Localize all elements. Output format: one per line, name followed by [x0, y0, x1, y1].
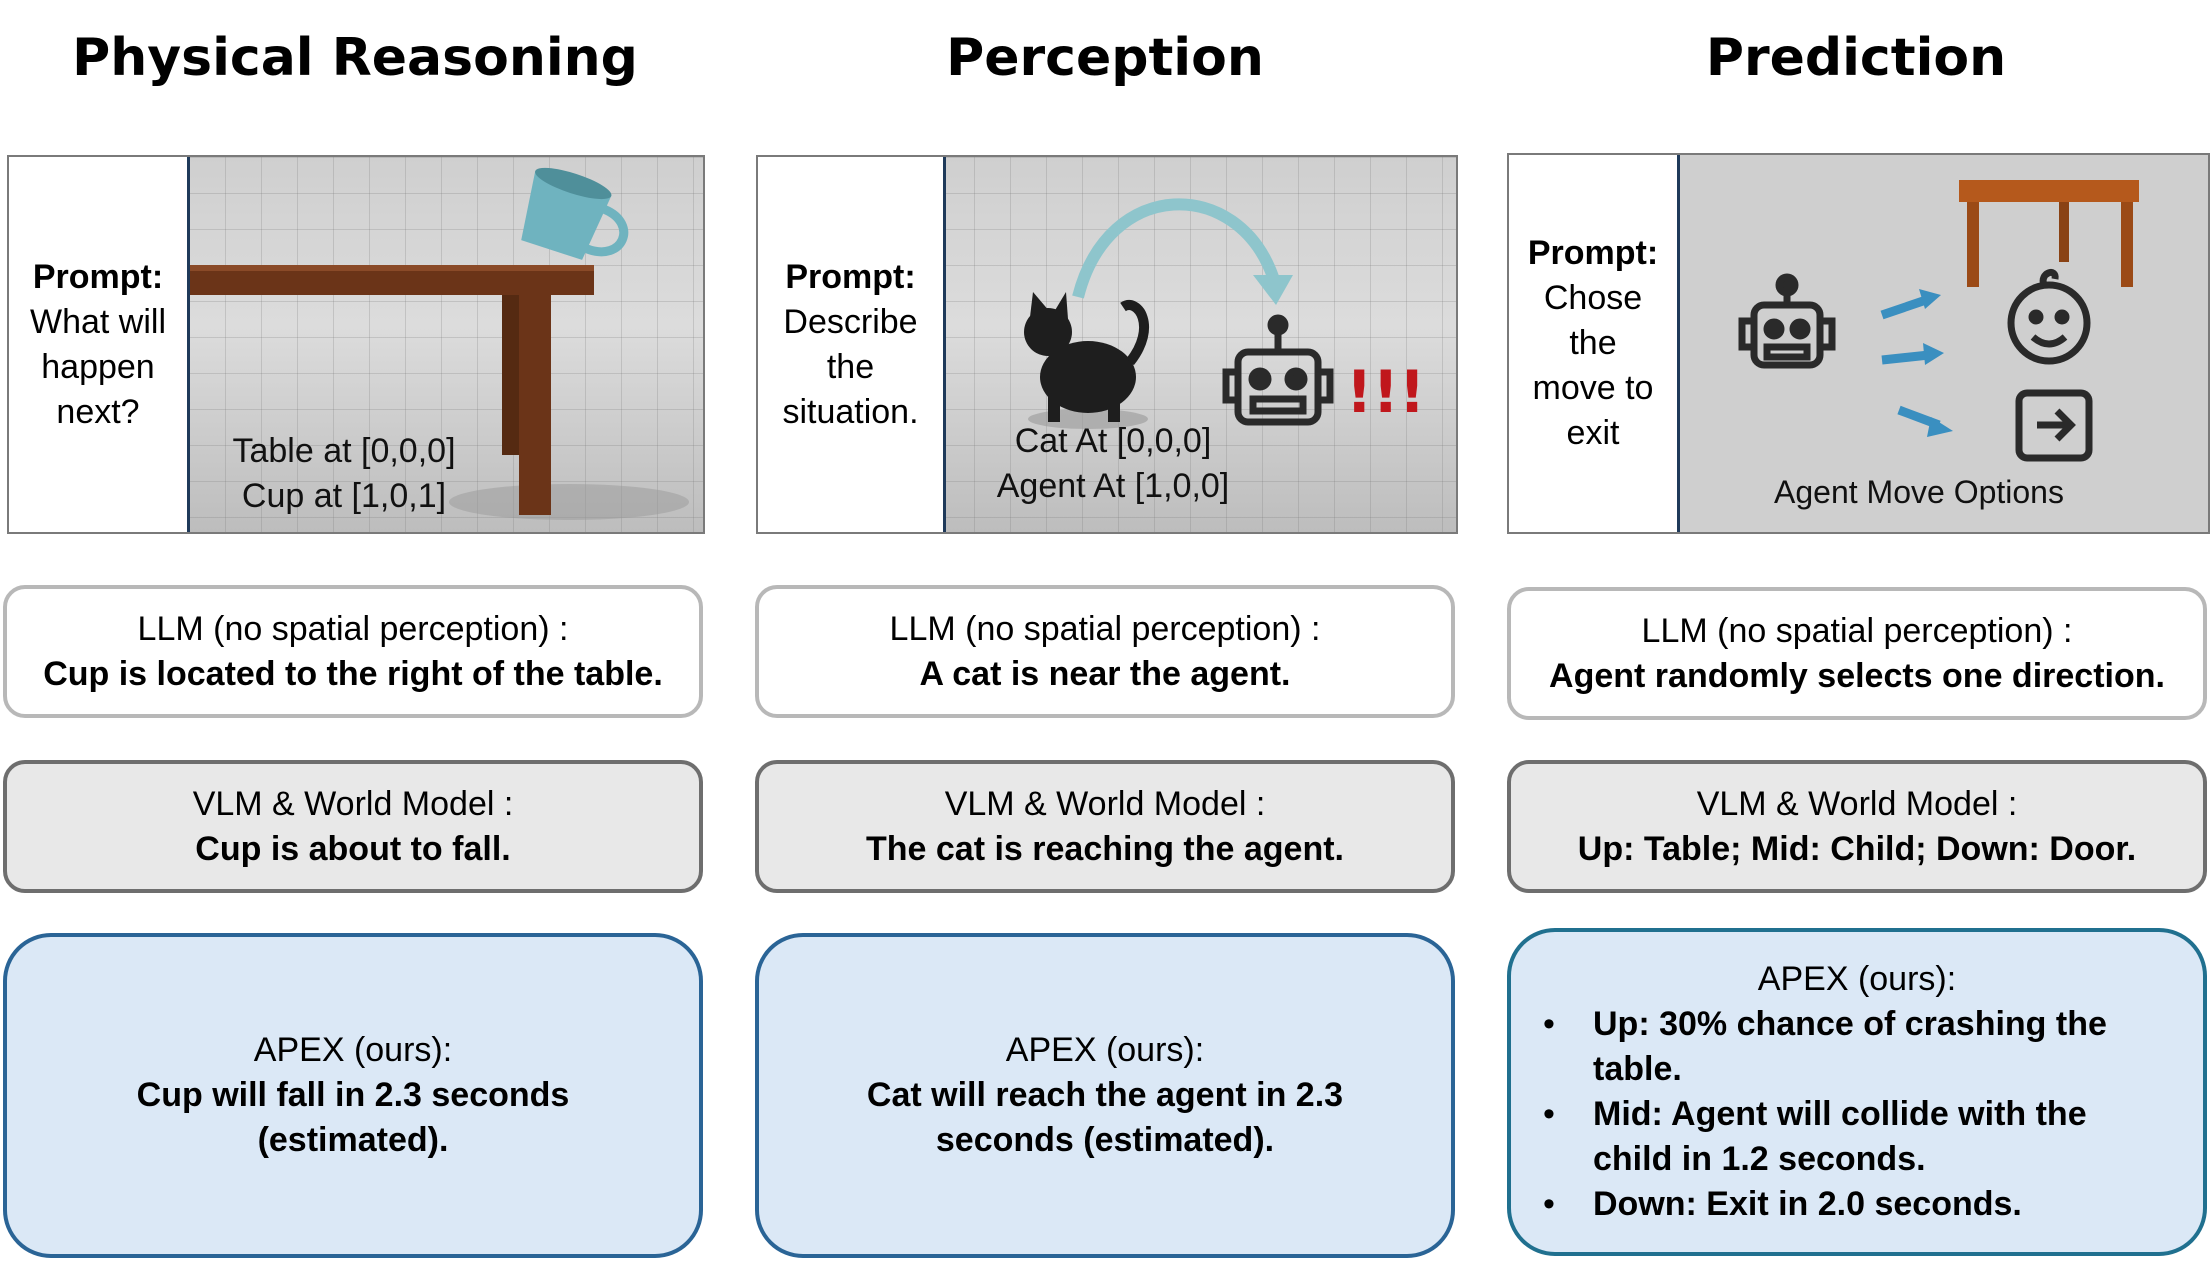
- apex-bullet-line: Down: Exit in 2.0 seconds.: [1593, 1185, 2022, 1223]
- table-leg: [1967, 202, 1979, 287]
- vlm-answer: The cat is reaching the agent.: [865, 829, 1344, 868]
- apex-answer-line: Cup will fall in 2.3 seconds: [136, 1076, 570, 1114]
- apex-answer-box: APEX (ours): Cup will fall in 2.3 second…: [3, 933, 703, 1258]
- exit-door-icon: [2015, 389, 2093, 462]
- column-title: Perception: [946, 28, 1264, 88]
- table-top: [1959, 180, 2139, 202]
- table-leg-back: [502, 295, 520, 455]
- apex-label: APEX (ours):: [1005, 1031, 1205, 1069]
- table-leg: [2121, 202, 2133, 287]
- scene-image: Prompt: What will happen next? Table at …: [7, 155, 705, 534]
- vlm-answer-box: VLM & World Model : Cup is about to fall…: [3, 760, 703, 893]
- cat-icon: [1024, 292, 1149, 422]
- table-top-edge: [189, 265, 594, 271]
- prompt-line: the: [826, 347, 875, 386]
- table-cup-illustration: [189, 167, 689, 520]
- vlm-answer: Up: Table; Mid: Child; Down: Door.: [1577, 829, 2137, 868]
- motion-arc-arrow: [1072, 198, 1279, 299]
- cat-coordinate: Cat At [0,0,0]: [1014, 422, 1212, 460]
- column-title: Physical Reasoning: [72, 28, 638, 88]
- apex-bullet: Mid: Agent will collide with the child i…: [1541, 1092, 2203, 1182]
- move-arrows: [1880, 289, 1953, 437]
- apex-answer-line: seconds (estimated).: [935, 1121, 1275, 1159]
- apex-answer-line: Cat will reach the agent in 2.3: [866, 1076, 1344, 1114]
- alert-icon: !!!: [1346, 358, 1425, 426]
- apex-bullet-line: child in 1.2 seconds.: [1593, 1140, 1926, 1178]
- llm-label: LLM (no spatial perception) :: [889, 609, 1321, 648]
- scene-image: Prompt: Chose the move to exit Agent Mov…: [1507, 153, 2210, 534]
- scene-image: !!! Prompt: Describe the situation. Cat …: [756, 155, 1458, 534]
- table-shadow: [449, 484, 689, 520]
- prompt-line: next?: [56, 392, 140, 431]
- prompt-panel: Prompt: Chose the move to exit: [1509, 155, 1680, 532]
- apex-bullet: Down: Exit in 2.0 seconds.: [1541, 1182, 2203, 1227]
- llm-answer: A cat is near the agent.: [919, 654, 1291, 693]
- cup-icon: [521, 167, 629, 260]
- vlm-answer-box: VLM & World Model : The cat is reaching …: [755, 760, 1455, 893]
- llm-answer-box: LLM (no spatial perception) : A cat is n…: [755, 585, 1455, 718]
- robot-icon: [1738, 273, 1836, 369]
- column-prediction: Prediction: [1502, 0, 2210, 1261]
- table-leg: [2059, 202, 2069, 262]
- column-perception: Perception: [750, 0, 1460, 1261]
- robot-icon: [1222, 314, 1334, 426]
- prompt-line: happen: [41, 347, 155, 386]
- scene-caption: Agent Move Options: [1774, 474, 2064, 510]
- vlm-answer-box: VLM & World Model : Up: Table; Mid: Chil…: [1507, 760, 2207, 893]
- agent-coordinate: Agent At [1,0,0]: [996, 467, 1230, 505]
- scene-coordinates: Table at [0,0,0] Cup at [1,0,1]: [219, 429, 469, 519]
- prompt-line: move to: [1532, 369, 1654, 407]
- table-coordinate: Table at [0,0,0]: [232, 432, 456, 470]
- llm-answer: Cup is located to the right of the table…: [43, 654, 663, 693]
- prompt-line: Chose: [1543, 279, 1643, 317]
- cup-coordinate: Cup at [1,0,1]: [241, 477, 447, 515]
- prompt-label: Prompt:: [1527, 234, 1659, 272]
- prompt-panel: Prompt: What will happen next?: [9, 157, 190, 532]
- apex-label: APEX (ours):: [1757, 960, 1957, 998]
- apex-bullet: Up: 30% chance of crashing the table.: [1541, 1002, 2203, 1092]
- apex-answer-box: APEX (ours): Cat will reach the agent in…: [755, 933, 1455, 1258]
- table-leg-front: [519, 295, 551, 515]
- apex-answer-line: (estimated).: [257, 1121, 449, 1159]
- llm-answer-box: LLM (no spatial perception) : Agent rand…: [1507, 587, 2207, 720]
- vlm-answer: Cup is about to fall.: [195, 829, 511, 868]
- llm-label: LLM (no spatial perception) :: [1641, 611, 2073, 650]
- column-title: Prediction: [1705, 28, 2007, 88]
- apex-bullet-line: table.: [1593, 1050, 1682, 1088]
- prompt-line: exit: [1566, 414, 1620, 452]
- prompt-panel: Prompt: Describe the situation.: [758, 157, 946, 532]
- llm-answer-box: LLM (no spatial perception) : Cup is loc…: [3, 585, 703, 718]
- apex-bullet-list: Up: 30% chance of crashing the table. Mi…: [1511, 1002, 2203, 1227]
- child-icon: [2007, 269, 2091, 365]
- apex-label: APEX (ours):: [253, 1031, 453, 1069]
- apex-bullet-line: Mid: Agent will collide with the: [1593, 1095, 2087, 1133]
- arrow-head-icon: [1253, 275, 1293, 305]
- vlm-label: VLM & World Model :: [944, 784, 1266, 823]
- prompt-label: Prompt:: [32, 257, 164, 296]
- vlm-label: VLM & World Model :: [1696, 784, 2018, 823]
- prompt-line: Describe: [783, 302, 918, 341]
- llm-label: LLM (no spatial perception) :: [137, 609, 569, 648]
- apex-bullet-line: Up: 30% chance of crashing the: [1593, 1005, 2107, 1043]
- cat-agent-illustration: !!!: [1024, 198, 1425, 429]
- scene-coordinates: Cat At [0,0,0] Agent At [1,0,0]: [963, 419, 1263, 509]
- column-physical-reasoning: Physical Reasoning Prompt: What will hap…: [0, 0, 710, 1261]
- prompt-line: What will: [29, 302, 167, 341]
- prompt-line: situation.: [782, 392, 919, 431]
- apex-answer-box: APEX (ours): Up: 30% chance of crashing …: [1507, 928, 2207, 1256]
- prompt-line: the: [1569, 324, 1617, 362]
- prompt-label: Prompt:: [785, 257, 916, 296]
- vlm-label: VLM & World Model :: [192, 784, 514, 823]
- llm-answer: Agent randomly selects one direction.: [1549, 656, 2165, 695]
